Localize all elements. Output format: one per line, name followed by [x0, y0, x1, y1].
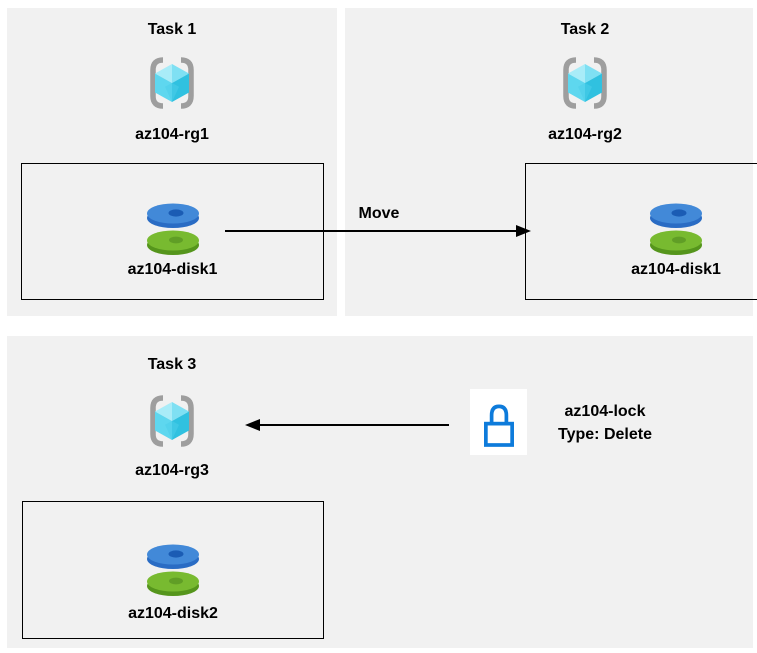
move-arrow-label: Move [358, 205, 400, 222]
task1-disk-label: az104-disk1 [127, 261, 218, 278]
task3-resource-group-label: az104-rg3 [135, 462, 209, 479]
resource-group-icon [143, 54, 201, 112]
lock-icon [476, 394, 522, 450]
lock-labels: az104-lock Type: Delete [527, 400, 683, 446]
task1-title: Task 1 [147, 21, 197, 38]
task2-disk-box: az104-disk1 [525, 163, 757, 300]
disk-icon [648, 200, 704, 256]
task3-disk-label: az104-disk2 [128, 605, 218, 622]
task3-title: Task 3 [147, 356, 197, 373]
lock-tile [470, 389, 527, 455]
resource-group-icon [143, 392, 201, 450]
task1-resource-group-label: az104-rg1 [135, 126, 209, 143]
task2-title: Task 2 [560, 21, 610, 38]
lock-arrow [245, 419, 449, 431]
disk-icon [145, 541, 201, 597]
task3-disk-box: az104-disk2 [22, 501, 324, 639]
task3-panel: Task 3 az104-rg3 az104-disk2 az104-lock … [7, 336, 753, 648]
move-arrow [225, 225, 531, 237]
task2-resource-group-label: az104-rg2 [548, 126, 622, 143]
disk-icon [145, 200, 201, 256]
task1-panel: Task 1 az104-rg1 az104-disk1 [7, 8, 337, 316]
lock-type-label: Type: Delete [558, 426, 652, 443]
resource-group-icon [556, 54, 614, 112]
task2-disk-label: az104-disk1 [631, 261, 721, 278]
task2-panel: Task 2 az104-rg2 az104-disk1 [345, 8, 757, 316]
lock-name-label: az104-lock [564, 403, 646, 420]
